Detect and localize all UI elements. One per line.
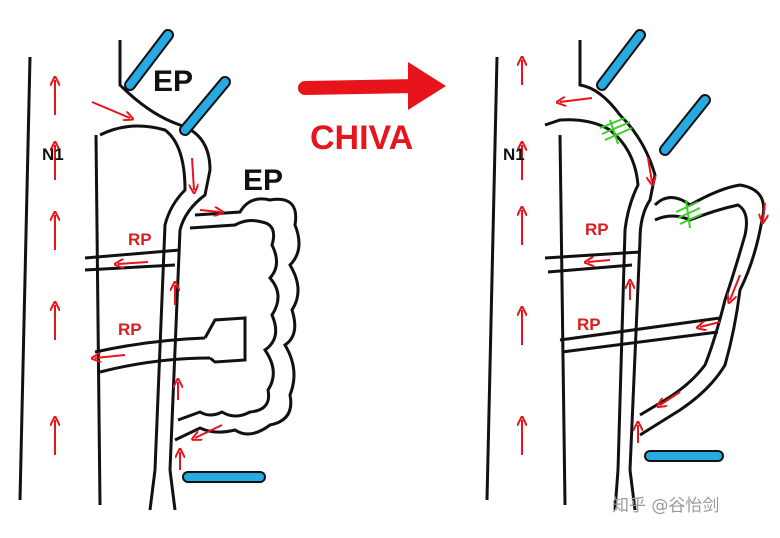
right-flow-arrows (522, 60, 765, 455)
right-rp-upper (544, 250, 641, 274)
left-panel-before: EP EP N1 RP RP (18, 29, 301, 511)
transition-arrow (298, 62, 446, 110)
label-rp-left-1: RP (128, 230, 152, 249)
left-trunk-outer (118, 40, 212, 471)
label-rp-right-1: RP (585, 220, 609, 239)
right-trunk-outer (578, 40, 657, 471)
left-varicose-inner (177, 219, 280, 422)
left-rp-lower (94, 336, 211, 374)
left-varicose-outer (174, 197, 301, 442)
watermark: 知乎 @谷怡剑 (612, 496, 719, 516)
label-ep-mid: EP (243, 164, 283, 197)
label-n1-left: N1 (42, 145, 64, 164)
left-blue-probes (124, 29, 266, 483)
right-blue-probes (596, 29, 724, 462)
left-trunk-inner (99, 124, 187, 471)
right-deep-vein-outer (485, 56, 499, 501)
left-deep-vein-inner (94, 134, 102, 506)
ligation-marks (599, 117, 703, 229)
left-rp-upper (84, 248, 181, 272)
label-rp-left-2: RP (118, 320, 142, 339)
right-panel-after: N1 RP RP (485, 29, 765, 511)
label-ep-top: EP (153, 65, 193, 98)
label-chiva: CHIVA (310, 119, 413, 157)
right-tributary-inner (639, 203, 748, 417)
right-rp-lower (559, 316, 721, 354)
label-n1-right: N1 (503, 145, 525, 164)
left-flow-arrows (55, 80, 222, 470)
left-deep-vein-outer (18, 56, 32, 501)
left-trunk-base (148, 469, 177, 511)
label-rp-right-2: RP (577, 315, 601, 334)
right-trunk-inner (544, 118, 640, 471)
left-varicose-node (203, 316, 247, 364)
right-trunk-base (613, 469, 637, 511)
right-deep-vein-inner (558, 134, 567, 506)
